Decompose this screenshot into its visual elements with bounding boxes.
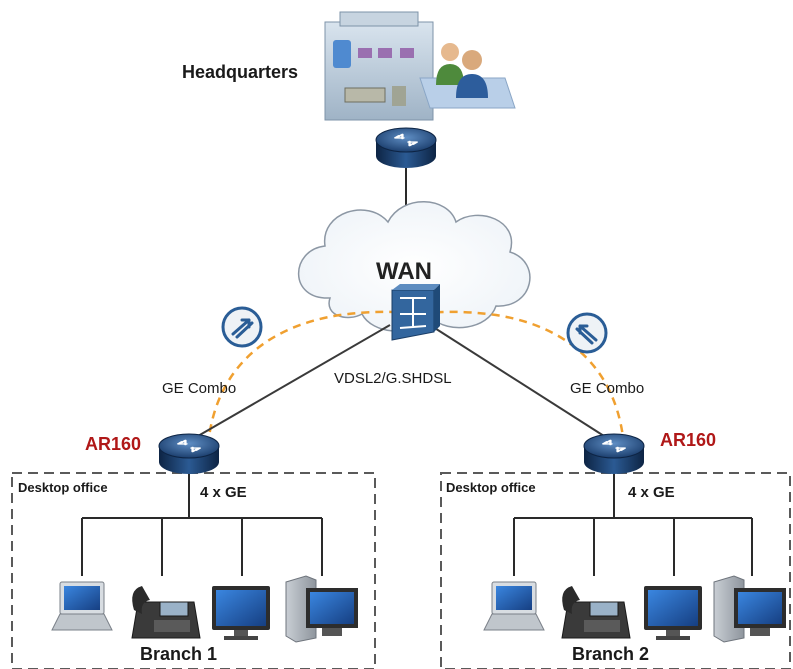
router-icon [583,433,645,474]
branch-2-name: Branch 2 [572,644,650,664]
office-building-icon [324,11,434,121]
laptop-icon [51,581,113,631]
vpn-tunnel-icon [221,306,263,348]
branch-1-uplink-label: GE Combo [162,380,237,397]
wan-link-label: VDSL2/G.SHDSL [334,370,452,387]
ip-phone-icon [131,586,201,639]
router-icon [158,433,220,474]
desktop-pc-icon [285,575,358,643]
wan-link-branch-2 [429,324,605,437]
vpn-tunnel-left [206,310,419,447]
branch-2-router-label: AR160 [660,430,717,450]
monitor-icon [212,586,270,640]
branch-1-downlink-label: 4 x GE [200,484,247,501]
branch-1-office-label: Desktop office [18,480,108,495]
branch-2-bus-lines [513,517,753,576]
branch-2-office-label: Desktop office [446,480,536,495]
vpn-tunnel-icon [566,312,608,354]
monitor-icon [644,586,702,640]
branch-2-boundary [440,472,791,669]
ip-phone-icon [561,586,631,639]
desktop-pc-icon [713,575,786,643]
firewall-icon [391,284,440,341]
branch-1-name: Branch 1 [140,644,218,664]
branch-2-downlink-label: 4 x GE [628,484,675,501]
branch-1-bus-lines [81,517,323,576]
branch-1-router-label: AR160 [85,434,142,454]
laptop-icon [483,581,545,631]
router-icon [375,127,437,168]
branch-1-boundary [11,472,376,669]
vpn-tunnel-right [417,310,626,447]
wan-label: WAN [376,258,432,285]
headquarters-label: Headquarters [182,62,299,82]
users-icon [419,43,516,109]
wan-link-branch-1 [197,324,391,437]
branch-2-uplink-label: GE Combo [570,380,645,397]
